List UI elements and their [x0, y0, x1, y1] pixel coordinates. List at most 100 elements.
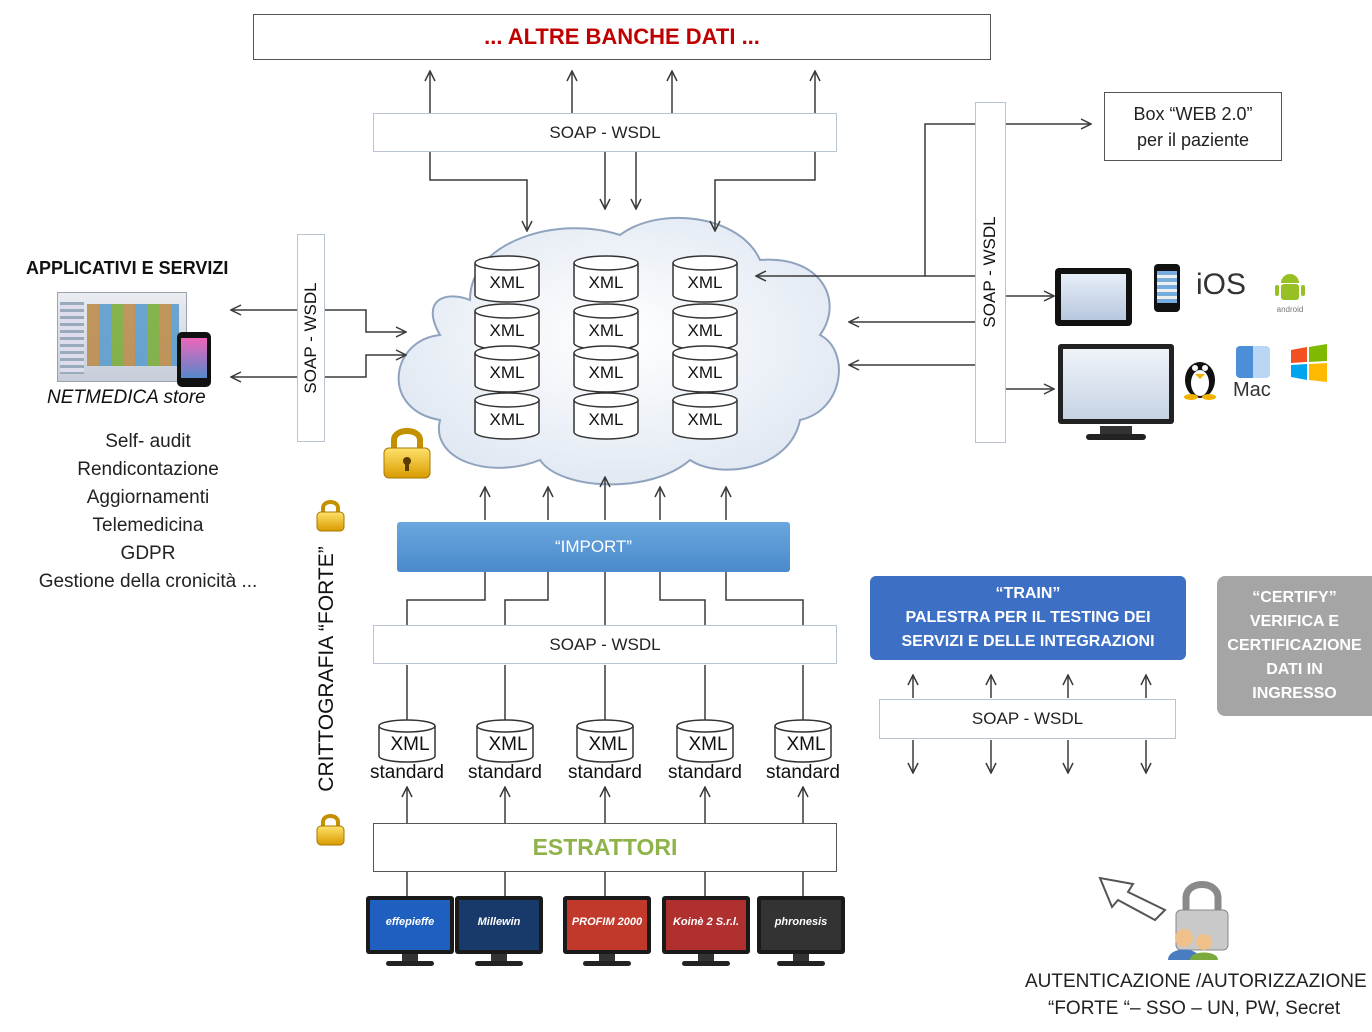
- xml-cylinder: XML: [473, 303, 541, 356]
- certify-line4: DATI IN: [1266, 661, 1323, 678]
- xml-cylinder-label: XML: [588, 321, 624, 340]
- xml-standard-cylinder: XML: [773, 718, 833, 769]
- xml-cylinder: XML: [473, 255, 541, 308]
- soap-wsdl-right-label: SOAP - WSDL: [980, 216, 999, 328]
- svg-text:android: android: [1277, 305, 1304, 314]
- xml-standard-cylinder: XML: [675, 718, 735, 769]
- altre-banche-dati-label: ... ALTRE BANCHE DATI ...: [484, 24, 760, 49]
- train-connectors: [913, 676, 1146, 772]
- mac-label: Mac: [1233, 379, 1271, 401]
- extractor-monitor: phronesis: [757, 896, 845, 970]
- web20-line2: per il paziente: [1136, 129, 1250, 150]
- certify-box: “CERTIFY” VERIFICA E CERTIFICAZIONE DATI…: [1217, 576, 1372, 716]
- auth-line2: “FORTE “– SSO – UN, PW, Secret: [1048, 998, 1341, 1019]
- linux-penguin-icon: [1178, 352, 1222, 405]
- web20-line1: Box “WEB 2.0”: [1133, 103, 1253, 124]
- import-box: “IMPORT”: [397, 522, 790, 572]
- soap-wsdl-train: SOAP - WSDL: [879, 699, 1176, 739]
- xml-standard-bottom-label: standard: [568, 762, 642, 783]
- soap-wsdl-right: [975, 102, 1006, 443]
- soap-wsdl-left: [297, 234, 325, 442]
- extractor-monitor: Koinè 2 S.r.l.: [662, 896, 750, 970]
- train-line3: SERVIZI E DELLE INTEGRAZIONI: [901, 633, 1155, 650]
- certify-line5: INGRESSO: [1252, 685, 1337, 702]
- desktop-monitor-icon: [1058, 344, 1174, 440]
- xml-cylinder-label: XML: [588, 410, 624, 429]
- monitor-brand-label: Millewin: [477, 916, 521, 928]
- import-label: “IMPORT”: [554, 537, 633, 556]
- soap-wsdl-label: SOAP - WSDL: [549, 122, 661, 142]
- soap-wsdl-label: SOAP - WSDL: [971, 709, 1084, 728]
- certify-line2: VERIFICA E: [1249, 613, 1340, 630]
- xml-standard-top-label: XML: [786, 734, 826, 755]
- service-item: Self- audit: [105, 431, 191, 452]
- extractor-monitor: effepieffe: [366, 896, 454, 970]
- xml-standard-cylinder: XML: [475, 718, 535, 769]
- monitor-brand-label: Koinè 2 S.r.l.: [672, 916, 740, 928]
- estrattori-label: ESTRATTORI: [532, 834, 678, 860]
- xml-standard-bottom-label: standard: [370, 762, 444, 783]
- tablet-icon: [1055, 268, 1132, 326]
- service-item: GDPR: [120, 543, 176, 564]
- xml-cylinder-label: XML: [489, 363, 525, 382]
- monitor-brand-label: PROFIM 2000: [571, 916, 643, 928]
- right-connectors: [757, 124, 1090, 389]
- extractor-monitor: PROFIM 2000: [563, 896, 651, 970]
- service-item: Gestione della cronicità ...: [38, 571, 258, 592]
- padlock-small-icon: [314, 498, 346, 537]
- xml-cylinder-label: XML: [687, 410, 723, 429]
- train-line2: PALESTRA PER IL TESTING DEI: [905, 609, 1151, 626]
- xml-standard-top-label: XML: [688, 734, 728, 755]
- web20-box: Box “WEB 2.0” per il paziente: [1104, 92, 1282, 161]
- xml-cylinder-label: XML: [588, 363, 624, 382]
- monitor-brand-label: phronesis: [774, 916, 828, 928]
- xml-standard-cylinder: XML: [377, 718, 437, 769]
- service-item: Telemedicina: [92, 515, 204, 536]
- xml-cylinder: XML: [473, 392, 541, 445]
- xml-cylinder-label: XML: [687, 321, 723, 340]
- left-connectors: [232, 310, 405, 377]
- xml-standard-top-label: XML: [588, 734, 628, 755]
- xml-cylinder: XML: [572, 392, 640, 445]
- extractor-monitor: Millewin: [455, 896, 543, 970]
- xml-standard-top-label: XML: [488, 734, 528, 755]
- xml-cylinder-label: XML: [588, 273, 624, 292]
- certify-line3: CERTIFICAZIONE: [1227, 637, 1362, 654]
- xml-standard-top-label: XML: [390, 734, 430, 755]
- certify-line1: “CERTIFY”: [1252, 589, 1337, 606]
- xml-cylinder-label: XML: [489, 273, 525, 292]
- xml-cylinder: XML: [671, 255, 739, 308]
- netmedica-store-label: NETMEDICA store: [47, 387, 206, 408]
- xml-cylinder: XML: [473, 345, 541, 398]
- xml-standard-cylinder: XML: [575, 718, 635, 769]
- import-connectors: [406, 478, 804, 625]
- xml-standard-bottom-label: standard: [668, 762, 742, 783]
- xml-cylinder: XML: [572, 345, 640, 398]
- xml-cylinder-label: XML: [687, 273, 723, 292]
- xml-standard-bottom-label: standard: [468, 762, 542, 783]
- service-item: Rendicontazione: [77, 459, 219, 480]
- auth-padlock-users-icon: [1162, 876, 1246, 965]
- iphone-icon: [1154, 264, 1180, 312]
- windows-icon: [1288, 344, 1330, 389]
- soap-wsdl-middle: SOAP - WSDL: [373, 625, 837, 664]
- android-icon: android: [1270, 270, 1316, 321]
- standard-connectors: [407, 665, 803, 896]
- padlock-small-icon: [314, 812, 346, 851]
- top-arrows: [430, 72, 815, 230]
- xml-cylinder: XML: [572, 255, 640, 308]
- service-item: Aggiornamenti: [86, 487, 210, 508]
- train-line1: “TRAIN”: [995, 585, 1061, 602]
- xml-cylinder-label: XML: [489, 321, 525, 340]
- auth-arrow-icon: [1098, 876, 1167, 922]
- applicativi-heading: APPLICATIVI E SERVIZI: [26, 258, 229, 278]
- xml-cylinder-label: XML: [687, 363, 723, 382]
- xml-standard-bottom-label: standard: [766, 762, 840, 783]
- netmedica-store-image: [57, 292, 215, 387]
- xml-cylinder-label: XML: [489, 410, 525, 429]
- soap-wsdl-top: SOAP - WSDL: [373, 113, 837, 152]
- crittografia-forte-label: CRITTOGRAFIA “FORTE”: [315, 546, 338, 792]
- auth-line1: AUTENTICAZIONE /AUTORIZZAZIONE: [1025, 971, 1367, 992]
